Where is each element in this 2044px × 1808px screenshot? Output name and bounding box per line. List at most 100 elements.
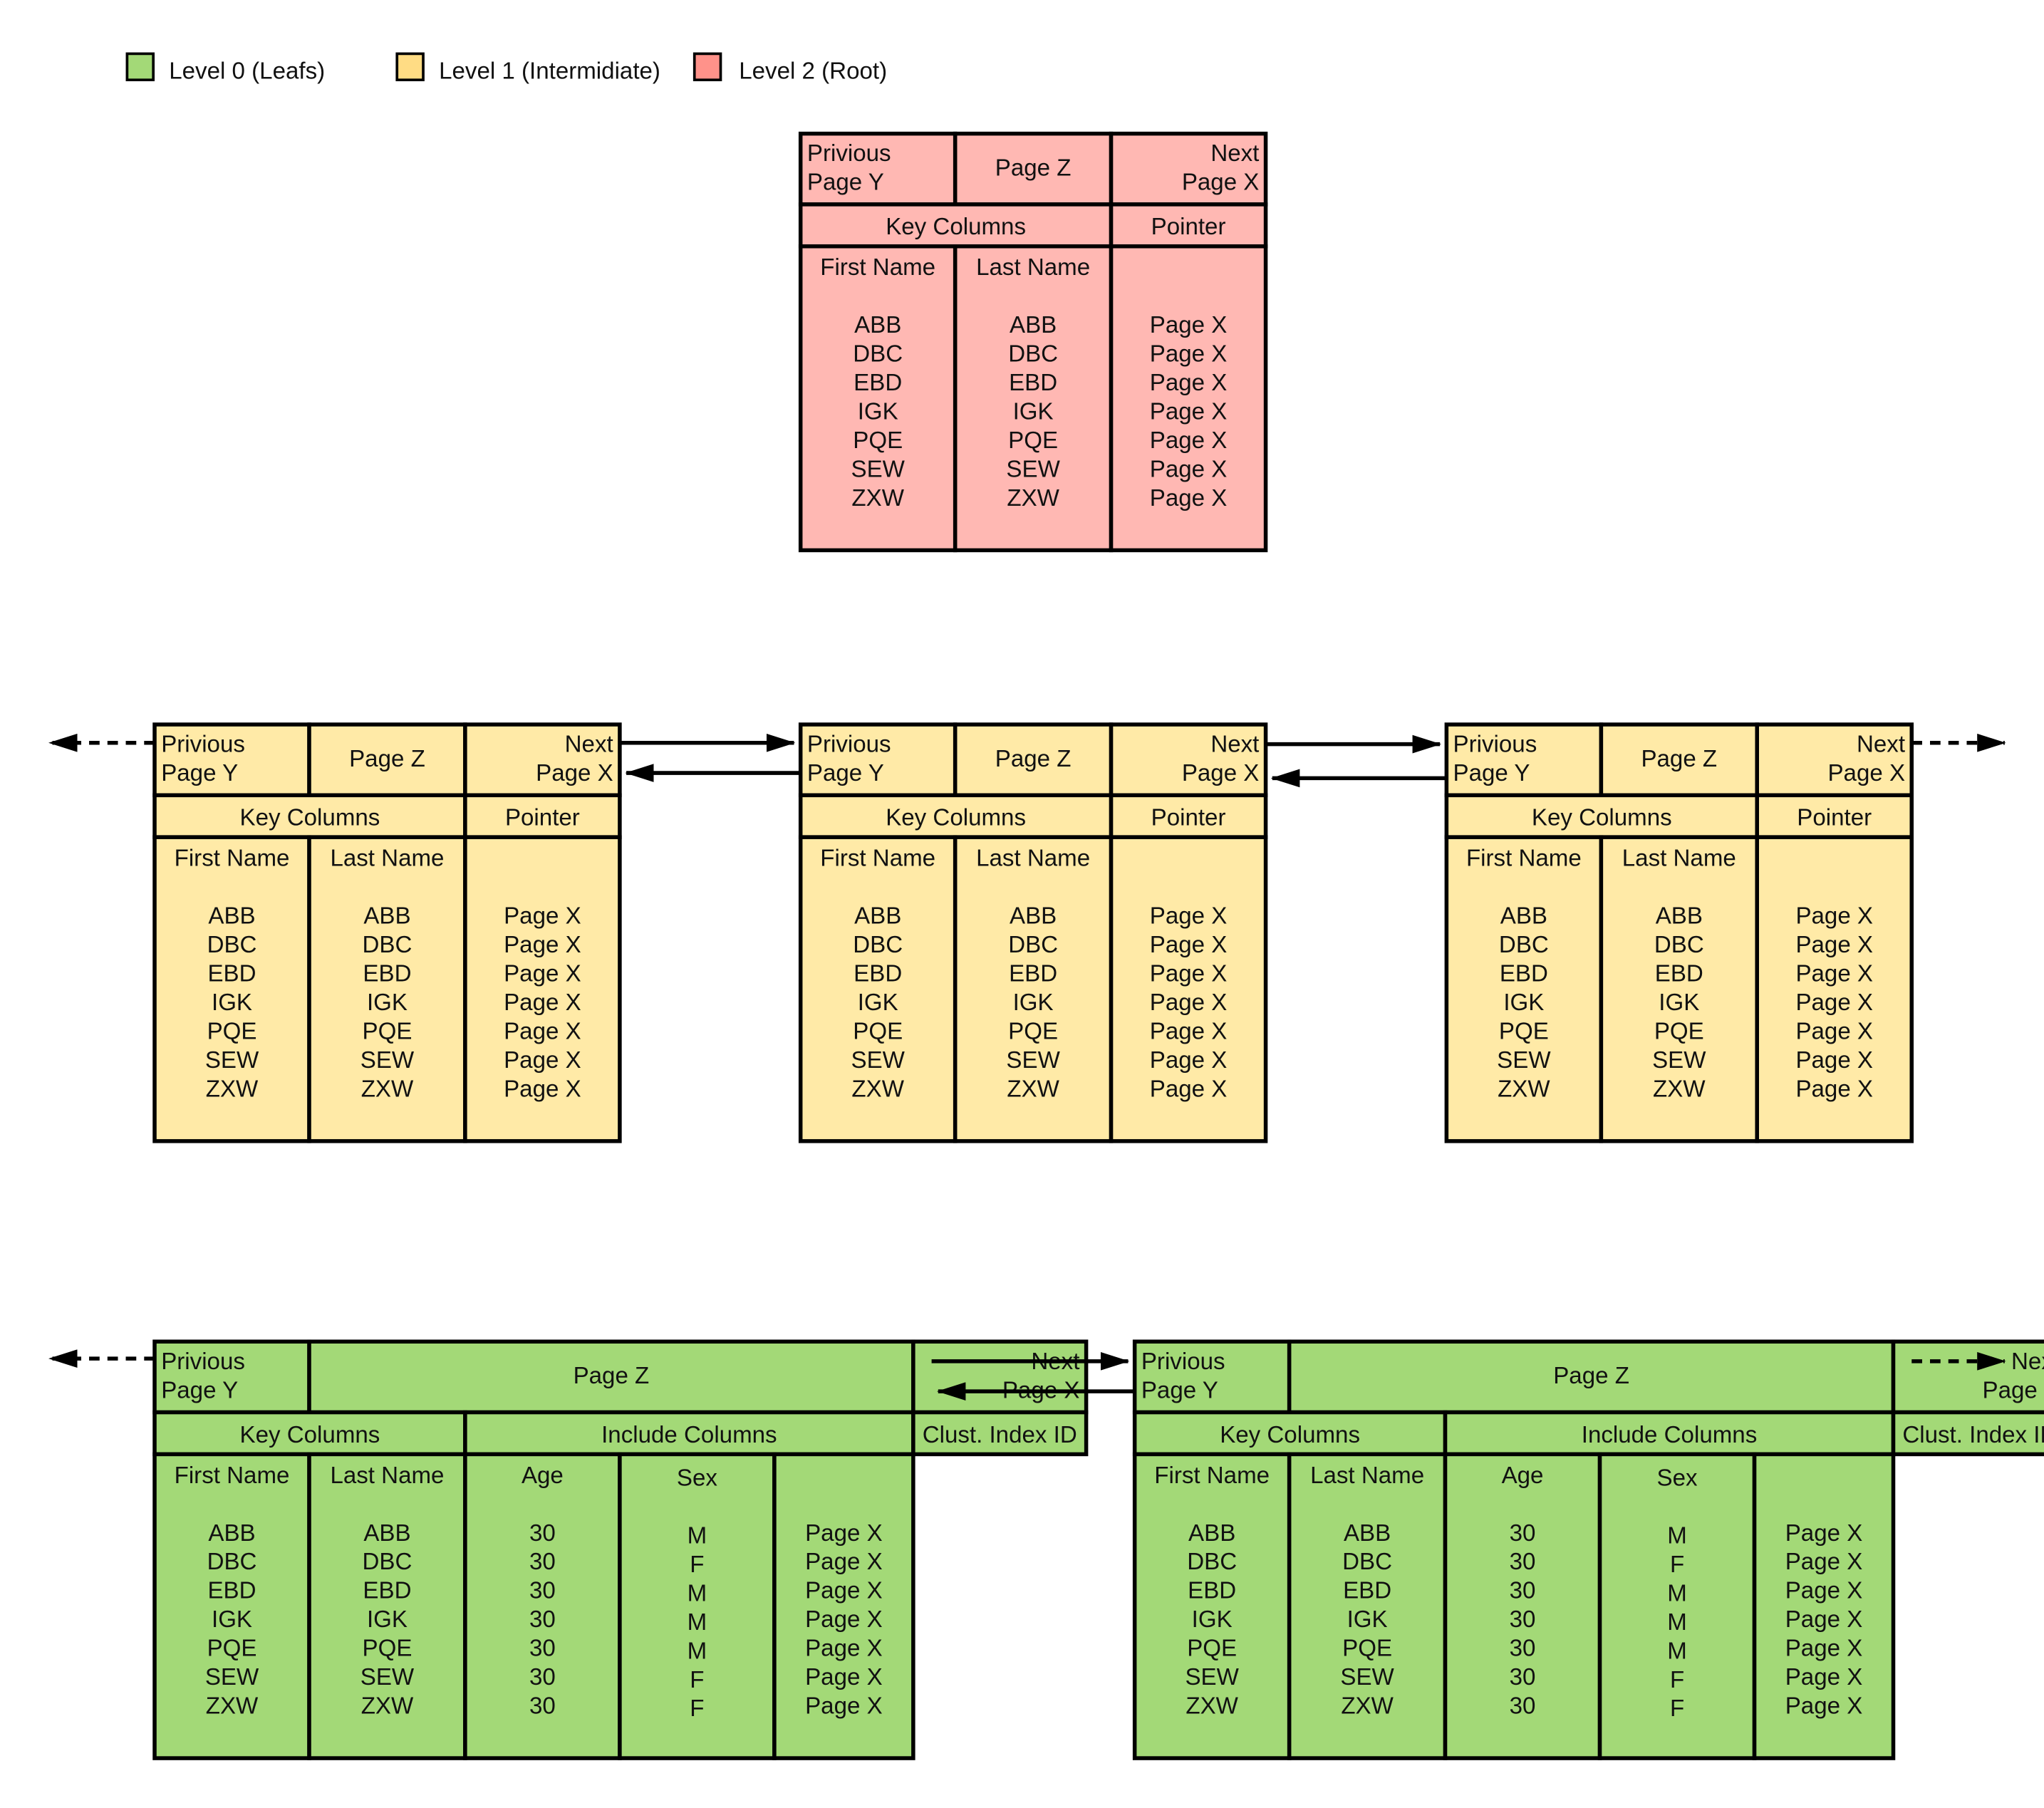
row-cell: SEW bbox=[1497, 1047, 1551, 1074]
include-columns-label: Include Columns bbox=[601, 1422, 777, 1448]
row-cell: ZXW bbox=[1653, 1076, 1706, 1102]
row-cell: PQE bbox=[207, 1636, 257, 1662]
row-cell: Page X bbox=[1785, 1520, 1863, 1547]
row-cell: F bbox=[1670, 1552, 1684, 1578]
row-cell: 30 bbox=[1510, 1606, 1536, 1633]
row-cell: EBD bbox=[363, 1578, 411, 1604]
next-label: Next bbox=[565, 732, 613, 758]
row-cell: M bbox=[1667, 1522, 1687, 1549]
column-header: Last Name bbox=[1622, 846, 1736, 872]
row-cell: M bbox=[688, 1638, 707, 1664]
last-name-column bbox=[953, 835, 1114, 1143]
key-columns-label: Key Columns bbox=[886, 805, 1026, 831]
pointer-column bbox=[463, 835, 622, 1143]
key-columns-header bbox=[152, 1410, 467, 1457]
row-cell: ZXW bbox=[1498, 1076, 1550, 1102]
row-cell: Page X bbox=[504, 1047, 581, 1074]
previous-page-label: Page Y bbox=[161, 1377, 238, 1403]
current-page-label: Page Z bbox=[574, 1363, 650, 1389]
row-cell: 30 bbox=[529, 1520, 556, 1547]
row-cell: PQE bbox=[1008, 1018, 1058, 1044]
row-cell: PQE bbox=[853, 1018, 903, 1044]
row-cell: EBD bbox=[854, 960, 902, 987]
pointer-label: Pointer bbox=[505, 805, 580, 831]
row-cell: Page X bbox=[1795, 1076, 1873, 1102]
leaf-body-column bbox=[1752, 1452, 1896, 1760]
next-page-cell bbox=[1755, 722, 1914, 798]
row-cell: M bbox=[1667, 1609, 1687, 1636]
pointer-column bbox=[1109, 835, 1268, 1143]
row-cell: DBC bbox=[853, 341, 903, 368]
legend-item-intermediate: Level 1 (Intermidiate) bbox=[395, 52, 660, 84]
row-cell: IGK bbox=[858, 399, 898, 425]
row-cell: ABB bbox=[1010, 312, 1057, 338]
row-cell: PQE bbox=[853, 427, 903, 454]
key-columns-label: Key Columns bbox=[240, 1422, 380, 1448]
column-header: First Name bbox=[1154, 1462, 1270, 1489]
row-cell: SEW bbox=[360, 1047, 415, 1074]
first-name-column bbox=[798, 835, 958, 1143]
legend-label-root: Level 2 (Root) bbox=[739, 58, 887, 84]
column-header: First Name bbox=[820, 846, 935, 872]
key-columns-label: Key Columns bbox=[886, 214, 1026, 240]
row-cell: ABB bbox=[208, 903, 255, 930]
current-page-label: Page Z bbox=[995, 155, 1072, 181]
row-cell: DBC bbox=[1342, 1549, 1392, 1575]
leaf-body-column bbox=[307, 1452, 467, 1760]
row-cell: 30 bbox=[1510, 1578, 1536, 1604]
key-columns-label: Key Columns bbox=[1532, 805, 1672, 831]
row-cell: SEW bbox=[1006, 1047, 1060, 1074]
row-cell: Page X bbox=[504, 903, 581, 930]
row-cell: DBC bbox=[1499, 932, 1549, 958]
row-cell: SEW bbox=[851, 1047, 906, 1074]
row-cell: SEW bbox=[205, 1664, 259, 1690]
previous-label: Privious bbox=[1453, 732, 1537, 758]
row-cell: ABB bbox=[1656, 903, 1703, 930]
previous-page-label: Page Y bbox=[807, 760, 884, 786]
row-cell: Page X bbox=[1795, 989, 1873, 1016]
next-page-label: Page X bbox=[1182, 760, 1260, 786]
row-cell: ZXW bbox=[851, 1076, 904, 1102]
row-cell: Page X bbox=[1150, 1047, 1228, 1074]
row-cell: ZXW bbox=[1186, 1693, 1238, 1720]
row-cell: Page X bbox=[1150, 960, 1228, 987]
row-cell: IGK bbox=[1503, 989, 1544, 1016]
row-cell: 30 bbox=[529, 1693, 556, 1720]
row-cell: EBD bbox=[363, 960, 411, 987]
row-cell: Page X bbox=[1785, 1693, 1863, 1720]
row-cell: ABB bbox=[854, 312, 901, 338]
row-cell: 30 bbox=[1510, 1549, 1536, 1575]
legend-item-leaf: Level 0 (Leafs) bbox=[125, 52, 325, 84]
row-cell: Page X bbox=[805, 1549, 883, 1575]
row-cell: Page X bbox=[1795, 1047, 1873, 1074]
key-columns-label: Key Columns bbox=[240, 805, 380, 831]
next-page-cell bbox=[1891, 1339, 2044, 1415]
column-header: Sex bbox=[677, 1465, 717, 1492]
row-cell: EBD bbox=[1500, 960, 1548, 987]
pointer-label: Pointer bbox=[1151, 805, 1226, 831]
row-cell: ABB bbox=[208, 1520, 255, 1547]
leaf-body-column bbox=[1443, 1452, 1602, 1760]
row-cell: Page X bbox=[504, 1076, 581, 1102]
last-name-column bbox=[953, 244, 1114, 553]
row-cell: PQE bbox=[363, 1636, 413, 1662]
row-cell: IGK bbox=[212, 989, 252, 1016]
pointer-column bbox=[1109, 244, 1268, 553]
previous-label: Privious bbox=[1141, 1349, 1225, 1375]
row-cell: M bbox=[688, 1522, 707, 1549]
row-cell: EBD bbox=[1009, 960, 1057, 987]
row-cell: DBC bbox=[1187, 1549, 1237, 1575]
previous-page-cell bbox=[1132, 1339, 1292, 1415]
previous-label: Privious bbox=[807, 732, 891, 758]
row-cell: 30 bbox=[529, 1606, 556, 1633]
column-header: Last Name bbox=[330, 1462, 444, 1489]
current-page-label: Page Z bbox=[1553, 1363, 1629, 1389]
next-page-label: Page X bbox=[1827, 760, 1905, 786]
row-cell: ZXW bbox=[1007, 485, 1059, 511]
row-cell: IGK bbox=[1013, 989, 1054, 1016]
row-cell: F bbox=[1670, 1695, 1684, 1722]
row-cell: Page X bbox=[504, 960, 581, 987]
